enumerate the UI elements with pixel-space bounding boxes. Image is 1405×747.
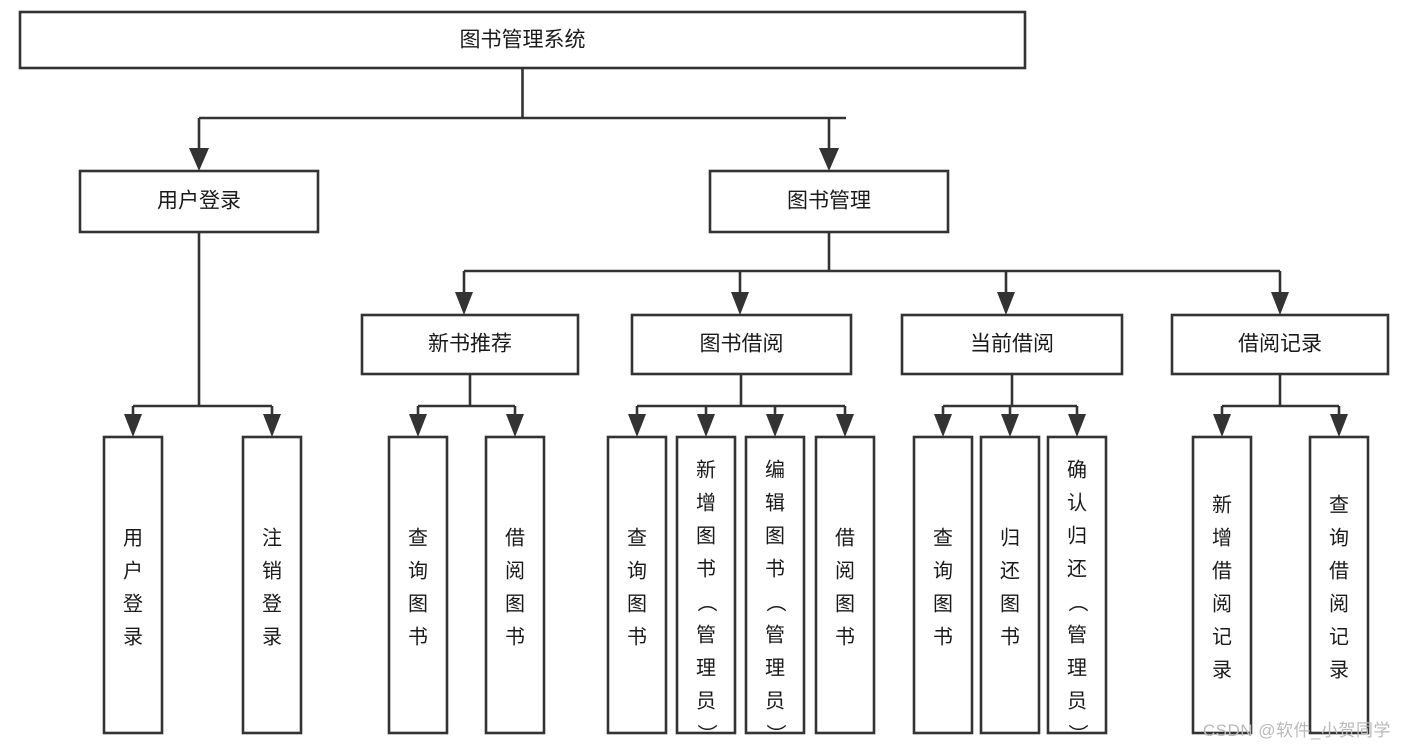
node-book-manage[interactable]: 图书管理	[708, 169, 950, 234]
node-borrow-record-label: 借阅记录	[1238, 333, 1322, 356]
node-leaf-borrow-book-1[interactable]: 借阅图书	[484, 435, 546, 735]
node-leaf-add-borrow-rec-label: 新增借阅记录	[1212, 494, 1232, 682]
node-leaf-edit-book-admin-box[interactable]	[744, 435, 806, 735]
arrowhead-newbook	[455, 292, 473, 315]
node-user-login-label: 用户登录	[157, 190, 241, 213]
arrowhead-leaf-confirm-return	[1068, 414, 1086, 437]
node-user-login[interactable]: 用户登录	[78, 169, 320, 234]
node-leaf-add-book-admin-box[interactable]	[675, 435, 737, 735]
arrowhead-currentborrow	[997, 292, 1015, 315]
node-leaf-query-book-1-label: 查询图书	[408, 527, 428, 649]
watermark-text: CSDN @软件_小贺同学	[1202, 721, 1391, 740]
node-leaf-confirm-return-label: 确认归还（管理员）	[1067, 459, 1088, 746]
node-leaf-add-book-admin-label: 新增图书（管理员）	[696, 459, 717, 746]
node-book-borrow[interactable]: 图书借阅	[630, 313, 853, 376]
arrowhead-leaf-query-book-2	[628, 414, 646, 437]
node-book-borrow-box[interactable]	[630, 313, 853, 376]
node-leaf-query-book-3[interactable]: 查询图书	[912, 435, 974, 735]
arrowhead-book-manage	[819, 148, 839, 171]
arrowhead-user-login	[189, 148, 209, 171]
node-user-login-box[interactable]	[78, 169, 320, 234]
node-leaf-borrow-book-2-box[interactable]	[814, 435, 876, 735]
arrowhead-leaf-logout	[263, 414, 281, 437]
node-current-borrow[interactable]: 当前借阅	[900, 313, 1124, 376]
node-leaf-borrow-book-2-label: 借阅图书	[835, 527, 855, 649]
node-leaf-return-book-label: 归还图书	[1000, 527, 1020, 649]
node-leaf-add-book-admin[interactable]: 新增图书（管理员）	[675, 435, 737, 746]
node-root-label: 图书管理系统	[460, 29, 586, 52]
arrowhead-leaf-query-book-3	[934, 414, 952, 437]
node-current-borrow-label: 当前借阅	[970, 333, 1054, 356]
node-leaf-query-book-1[interactable]: 查询图书	[387, 435, 449, 735]
node-book-manage-box[interactable]	[708, 169, 950, 234]
arrowhead-leaf-add-borrow-rec	[1213, 414, 1231, 437]
node-leaf-query-book-3-label: 查询图书	[933, 527, 953, 649]
arrowhead-leaf-query-book-1	[409, 414, 427, 437]
node-leaf-user-login[interactable]: 用户登录	[102, 435, 164, 735]
node-leaf-return-book[interactable]: 归还图书	[979, 435, 1041, 735]
arrowhead-bookborrow	[731, 292, 749, 315]
arrowhead-leaf-borrow-book-2	[836, 414, 854, 437]
node-leaf-confirm-return-box[interactable]	[1046, 435, 1108, 735]
node-leaf-query-borrow-rec-label: 查询借阅记录	[1329, 494, 1349, 682]
node-root[interactable]: 图书管理系统	[18, 10, 1027, 70]
node-borrow-record-box[interactable]	[1170, 313, 1390, 376]
node-leaf-user-login-box[interactable]	[102, 435, 164, 735]
node-leaf-query-book-2-label: 查询图书	[627, 527, 647, 649]
node-leaf-query-book-2[interactable]: 查询图书	[606, 435, 668, 735]
node-leaf-user-login-label: 用户登录	[123, 528, 143, 649]
node-leaf-query-borrow-rec[interactable]: 查询借阅记录	[1308, 435, 1370, 735]
node-borrow-record[interactable]: 借阅记录	[1170, 313, 1390, 376]
node-leaf-borrow-book-1-label: 借阅图书	[505, 527, 525, 649]
node-new-book-rec-box[interactable]	[360, 313, 580, 376]
arrowhead-leaf-return-book	[1001, 414, 1019, 437]
node-leaf-query-book-2-box[interactable]	[606, 435, 668, 735]
node-leaf-query-borrow-rec-box[interactable]	[1308, 435, 1370, 735]
leaf-node-layer: 用户登录 注销登录 查询图书 借阅图书 查询图书 新增图书（管理员） 编辑图书（管理员） 借阅…	[102, 435, 1370, 746]
node-leaf-return-book-box[interactable]	[979, 435, 1041, 735]
node-leaf-logout-label: 注销登录	[262, 527, 282, 649]
node-leaf-logout-box[interactable]	[241, 435, 303, 735]
arrowhead-leaf-edit-book-admin	[766, 414, 784, 437]
node-leaf-edit-book-admin-label: 编辑图书（管理员）	[765, 459, 786, 746]
arrowhead-leaf-borrow-book-1	[506, 414, 524, 437]
arrowhead-leaf-query-borrow-rec	[1330, 414, 1348, 437]
node-root-box[interactable]	[18, 10, 1027, 70]
node-leaf-confirm-return[interactable]: 确认归还（管理员）	[1046, 435, 1108, 746]
node-leaf-borrow-book-2[interactable]: 借阅图书	[814, 435, 876, 735]
node-leaf-add-borrow-rec[interactable]: 新增借阅记录	[1191, 435, 1253, 735]
node-leaf-query-book-3-box[interactable]	[912, 435, 974, 735]
node-leaf-edit-book-admin[interactable]: 编辑图书（管理员）	[744, 435, 806, 746]
node-leaf-query-book-1-box[interactable]	[387, 435, 449, 735]
node-book-manage-label: 图书管理	[787, 190, 871, 213]
arrowhead-leaf-user-login	[124, 414, 142, 437]
connector-layer	[124, 68, 1348, 437]
node-leaf-borrow-book-1-box[interactable]	[484, 435, 546, 735]
node-book-borrow-label: 图书借阅	[700, 333, 784, 356]
node-current-borrow-box[interactable]	[900, 313, 1124, 376]
node-new-book-rec-label: 新书推荐	[428, 333, 512, 356]
arrowhead-borrowrecord	[1271, 292, 1289, 315]
node-leaf-logout[interactable]: 注销登录	[241, 435, 303, 735]
node-leaf-add-borrow-rec-box[interactable]	[1191, 435, 1253, 735]
arrowhead-leaf-add-book-admin	[697, 414, 715, 437]
node-new-book-rec[interactable]: 新书推荐	[360, 313, 580, 376]
